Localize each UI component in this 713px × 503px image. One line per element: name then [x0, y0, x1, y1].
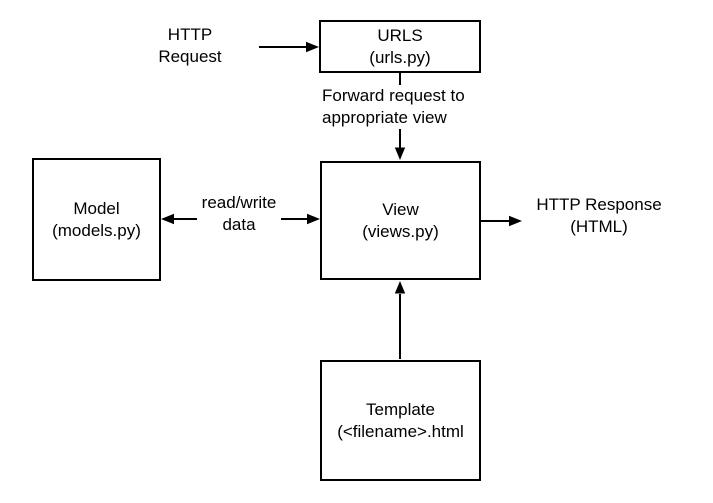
read-write-data-label: read/write data: [197, 192, 281, 236]
http-request-line2: Request: [158, 47, 222, 66]
http-response-line2: (HTML): [570, 217, 628, 236]
view-box-title: View: [382, 199, 419, 219]
http-request-to-urls-arrow: [259, 41, 319, 53]
template-to-view-arrow: [394, 281, 406, 359]
model-box: Model (models.py): [32, 158, 161, 281]
model-box-subtitle: (models.py): [52, 220, 141, 240]
view-to-response-arrow: [481, 215, 522, 227]
read-write-line1: read/write: [201, 193, 277, 212]
forward-request-line2: appropriate view: [322, 108, 447, 127]
model-box-title: Model: [73, 198, 120, 218]
view-box-subtitle: (views.py): [362, 221, 439, 241]
template-box-subtitle: (<filename>.html: [337, 421, 464, 441]
http-request-label: HTTP Request: [130, 24, 250, 68]
read-write-line2: data: [222, 215, 256, 234]
http-response-line1: HTTP Response: [536, 195, 662, 214]
template-box: Template (<filename>.html: [320, 360, 481, 481]
template-box-title: Template: [366, 399, 435, 419]
http-request-line1: HTTP: [167, 25, 213, 44]
view-box: View (views.py): [320, 161, 481, 280]
http-response-label: HTTP Response (HTML): [525, 194, 673, 238]
urls-box-title: URLS: [377, 25, 423, 45]
urls-box: URLS (urls.py): [319, 20, 481, 73]
forward-request-line1: Forward request to: [322, 86, 465, 105]
urls-box-subtitle: (urls.py): [369, 47, 431, 67]
forward-request-label: Forward request to appropriate view: [322, 85, 465, 129]
